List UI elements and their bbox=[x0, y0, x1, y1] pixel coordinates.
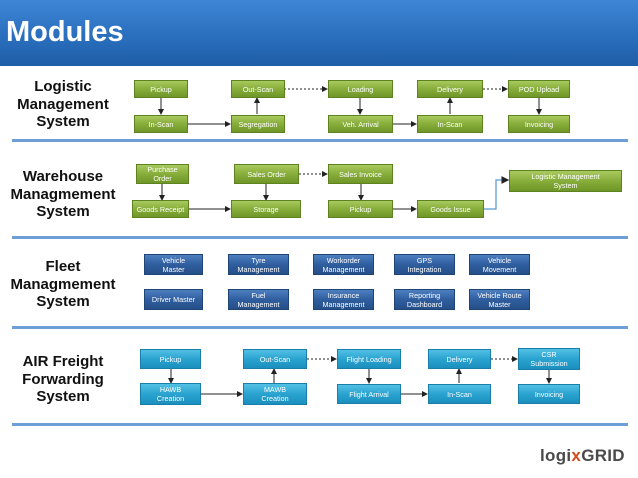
header-banner: Modules bbox=[0, 0, 638, 66]
box-purchase-order[interactable]: Purchase Order bbox=[136, 164, 189, 184]
box-pickup-air[interactable]: Pickup bbox=[140, 349, 201, 369]
box-in-scan[interactable]: In-Scan bbox=[134, 115, 188, 133]
box-fuel-management[interactable]: Fuel Management bbox=[228, 289, 289, 310]
box-vehicle-master[interactable]: Vehicle Master bbox=[144, 254, 203, 275]
box-logistic-management-system[interactable]: Logistic Management System bbox=[509, 170, 622, 192]
box-delivery-air[interactable]: Delivery bbox=[428, 349, 491, 369]
arrow-goods-issue-to-logistic-management bbox=[484, 176, 510, 210]
box-hawb-creation[interactable]: HAWB Creation bbox=[140, 383, 201, 405]
box-pickup[interactable]: Pickup bbox=[134, 80, 188, 98]
section-title-air-freight: AIR Freight Forwarding System bbox=[22, 353, 104, 405]
box-mawb-creation[interactable]: MAWB Creation bbox=[243, 383, 307, 405]
box-tyre-management[interactable]: Tyre Management bbox=[228, 254, 289, 275]
box-in-scan-air[interactable]: In-Scan bbox=[428, 384, 491, 404]
box-gps-integration[interactable]: GPS Integration bbox=[394, 254, 455, 275]
box-storage[interactable]: Storage bbox=[231, 200, 301, 218]
section-title-logistic: Logistic Management System bbox=[17, 78, 109, 130]
logixgrid-logo: logixGRID bbox=[540, 446, 625, 466]
box-pickup-warehouse[interactable]: Pickup bbox=[328, 200, 393, 218]
box-flight-loading[interactable]: Flight Loading bbox=[337, 349, 401, 369]
box-delivery[interactable]: Delivery bbox=[417, 80, 483, 98]
section-divider bbox=[12, 236, 628, 239]
logo-prefix: logi bbox=[540, 446, 572, 465]
box-pod-upload[interactable]: POD Upload bbox=[508, 80, 570, 98]
box-invoicing-air[interactable]: Invoicing bbox=[518, 384, 580, 404]
page-title: Modules bbox=[6, 16, 124, 48]
box-in-scan-2[interactable]: In-Scan bbox=[417, 115, 483, 133]
section-divider bbox=[12, 326, 628, 329]
box-sales-invoice[interactable]: Sales Invoice bbox=[328, 164, 393, 184]
section-divider bbox=[12, 139, 628, 142]
box-goods-receipt[interactable]: Goods Receipt bbox=[132, 200, 189, 218]
box-vehicle-movement[interactable]: Vehicle Movement bbox=[469, 254, 530, 275]
box-sales-order[interactable]: Sales Order bbox=[234, 164, 299, 184]
section-title-fleet: Fleet Managmement System bbox=[10, 258, 116, 310]
box-insurance-management[interactable]: Insurance Management bbox=[313, 289, 374, 310]
box-segregation[interactable]: Segregation bbox=[231, 115, 285, 133]
box-vehicle-arrival[interactable]: Veh. Arrival bbox=[328, 115, 393, 133]
box-driver-master[interactable]: Driver Master bbox=[144, 289, 203, 310]
logo-accent: x bbox=[571, 446, 582, 465]
section-divider bbox=[12, 423, 628, 426]
box-workorder-management[interactable]: Workorder Management bbox=[313, 254, 374, 275]
box-out-scan[interactable]: Out-Scan bbox=[231, 80, 285, 98]
section-title-warehouse: Warehouse Managmement System bbox=[10, 168, 116, 220]
box-goods-issue[interactable]: Goods Issue bbox=[417, 200, 484, 218]
logo-suffix: GRID bbox=[581, 446, 625, 465]
box-flight-arrival[interactable]: Flight Arrival bbox=[337, 384, 401, 404]
box-invoicing[interactable]: Invoicing bbox=[508, 115, 570, 133]
box-vehicle-route-master[interactable]: Vehicle Route Master bbox=[469, 289, 530, 310]
box-reporting-dashboard[interactable]: Reporting Dashboard bbox=[394, 289, 455, 310]
box-out-scan-air[interactable]: Out-Scan bbox=[243, 349, 307, 369]
box-loading[interactable]: Loading bbox=[328, 80, 393, 98]
box-csr-submission[interactable]: CSR Submission bbox=[518, 348, 580, 370]
